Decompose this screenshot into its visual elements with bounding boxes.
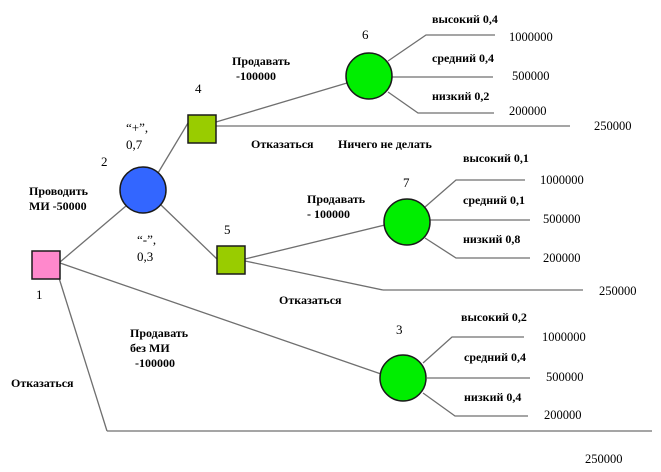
branch-label-refuse-root: Отказаться bbox=[11, 376, 74, 390]
payoff-n3-mid: 500000 bbox=[546, 370, 584, 384]
branch-label-line: “-”, bbox=[137, 232, 157, 247]
branch-label-line: 0,7 bbox=[126, 137, 143, 152]
edge-1-2 bbox=[59, 205, 127, 263]
branch-label-n5-refuse: Отказаться bbox=[279, 293, 342, 307]
node-number-5: 5 bbox=[224, 222, 231, 237]
node-number-3: 3 bbox=[396, 322, 403, 337]
branch-label-sell-without-research: Продавать без МИ -100000 bbox=[130, 326, 188, 371]
chance-node-3[interactable] bbox=[379, 354, 427, 402]
outcome-label-n3-low: низкий 0,4 bbox=[464, 390, 522, 404]
edge-1-3 bbox=[59, 262, 382, 375]
decision-node-5[interactable] bbox=[216, 245, 246, 275]
chance-node-7[interactable] bbox=[383, 198, 431, 246]
branch-label-conduct-research: Проводить МИ -50000 bbox=[29, 184, 88, 214]
edge-7-low bbox=[424, 237, 530, 259]
edge-3-high bbox=[422, 336, 524, 364]
node-number-1: 1 bbox=[36, 287, 43, 302]
payoff-n3-low: 200000 bbox=[544, 408, 582, 422]
edge-2-5 bbox=[160, 204, 218, 260]
edge-2-4 bbox=[157, 122, 189, 174]
outcome-label-n7-low: низкий 0,8 bbox=[463, 232, 521, 246]
decision-node-4[interactable] bbox=[187, 114, 217, 144]
branch-label-line: Продавать bbox=[232, 54, 291, 68]
payoff-n7-mid: 500000 bbox=[543, 212, 581, 226]
edge-5-refuse bbox=[244, 260, 384, 291]
branch-label-line: Проводить bbox=[29, 184, 88, 198]
branch-label-line: без МИ bbox=[130, 341, 170, 355]
branch-label-negative: “-”, 0,3 bbox=[137, 231, 156, 265]
branch-label-n4-sell: Продавать -100000 bbox=[232, 54, 290, 84]
outcome-label-n6-low: низкий 0,2 bbox=[432, 89, 490, 103]
outcome-label-n7-mid: средний 0,1 bbox=[463, 193, 525, 207]
branch-label-line: -100000 bbox=[236, 69, 276, 83]
branch-label-line: - 100000 bbox=[307, 207, 350, 221]
payoff-n7-low: 200000 bbox=[543, 251, 581, 265]
branch-label-line: Продавать bbox=[307, 192, 366, 206]
edge-3-low bbox=[422, 392, 528, 417]
decision-node-1[interactable] bbox=[31, 250, 61, 280]
outcome-label-n6-high: высокий 0,4 bbox=[432, 12, 498, 26]
outcome-label-n7-high: высокий 0,1 bbox=[463, 151, 529, 165]
edge-4-6 bbox=[215, 82, 348, 123]
payoff-n7-high: 1000000 bbox=[540, 173, 584, 187]
edge-6-high bbox=[387, 34, 495, 62]
branch-label-line: “+”, bbox=[126, 120, 149, 135]
branch-label-n5-sell: Продавать - 100000 bbox=[307, 192, 365, 222]
branch-label-n4-do-nothing: Ничего не делать bbox=[338, 137, 432, 151]
branch-label-positive: “+”, 0,7 bbox=[126, 119, 148, 153]
node-number-7: 7 bbox=[403, 175, 410, 190]
branch-label-line: Продавать bbox=[130, 326, 189, 340]
edge-6-low bbox=[387, 91, 494, 114]
branch-label-n4-refuse: Отказаться bbox=[251, 137, 314, 151]
edge-5-7 bbox=[244, 224, 386, 260]
chance-node-2[interactable] bbox=[119, 166, 167, 214]
edge-1-refuse bbox=[58, 277, 108, 432]
payoff-n3-high: 1000000 bbox=[542, 330, 586, 344]
node-number-4: 4 bbox=[195, 81, 202, 96]
branch-label-line: -100000 bbox=[135, 356, 175, 370]
edge-7-high bbox=[424, 179, 525, 208]
payoff-n4-refuse: 250000 bbox=[594, 119, 632, 133]
payoff-n6-low: 200000 bbox=[509, 104, 547, 118]
branch-label-line: МИ -50000 bbox=[29, 199, 87, 213]
outcome-label-n6-mid: средний 0,4 bbox=[432, 51, 494, 65]
payoff-n6-mid: 500000 bbox=[512, 69, 550, 83]
payoff-n5-refuse: 250000 bbox=[599, 284, 637, 298]
node-number-2: 2 bbox=[101, 154, 108, 169]
branch-label-line: 0,3 bbox=[137, 249, 154, 264]
payoff-root-refuse: 250000 bbox=[585, 452, 623, 466]
payoff-n6-high: 1000000 bbox=[509, 30, 553, 44]
outcome-label-n3-mid: средний 0,4 bbox=[464, 350, 526, 364]
edges bbox=[58, 34, 652, 432]
chance-node-6[interactable] bbox=[345, 52, 393, 100]
node-number-6: 6 bbox=[362, 27, 369, 42]
outcome-label-n3-high: высокий 0,2 bbox=[461, 310, 527, 324]
